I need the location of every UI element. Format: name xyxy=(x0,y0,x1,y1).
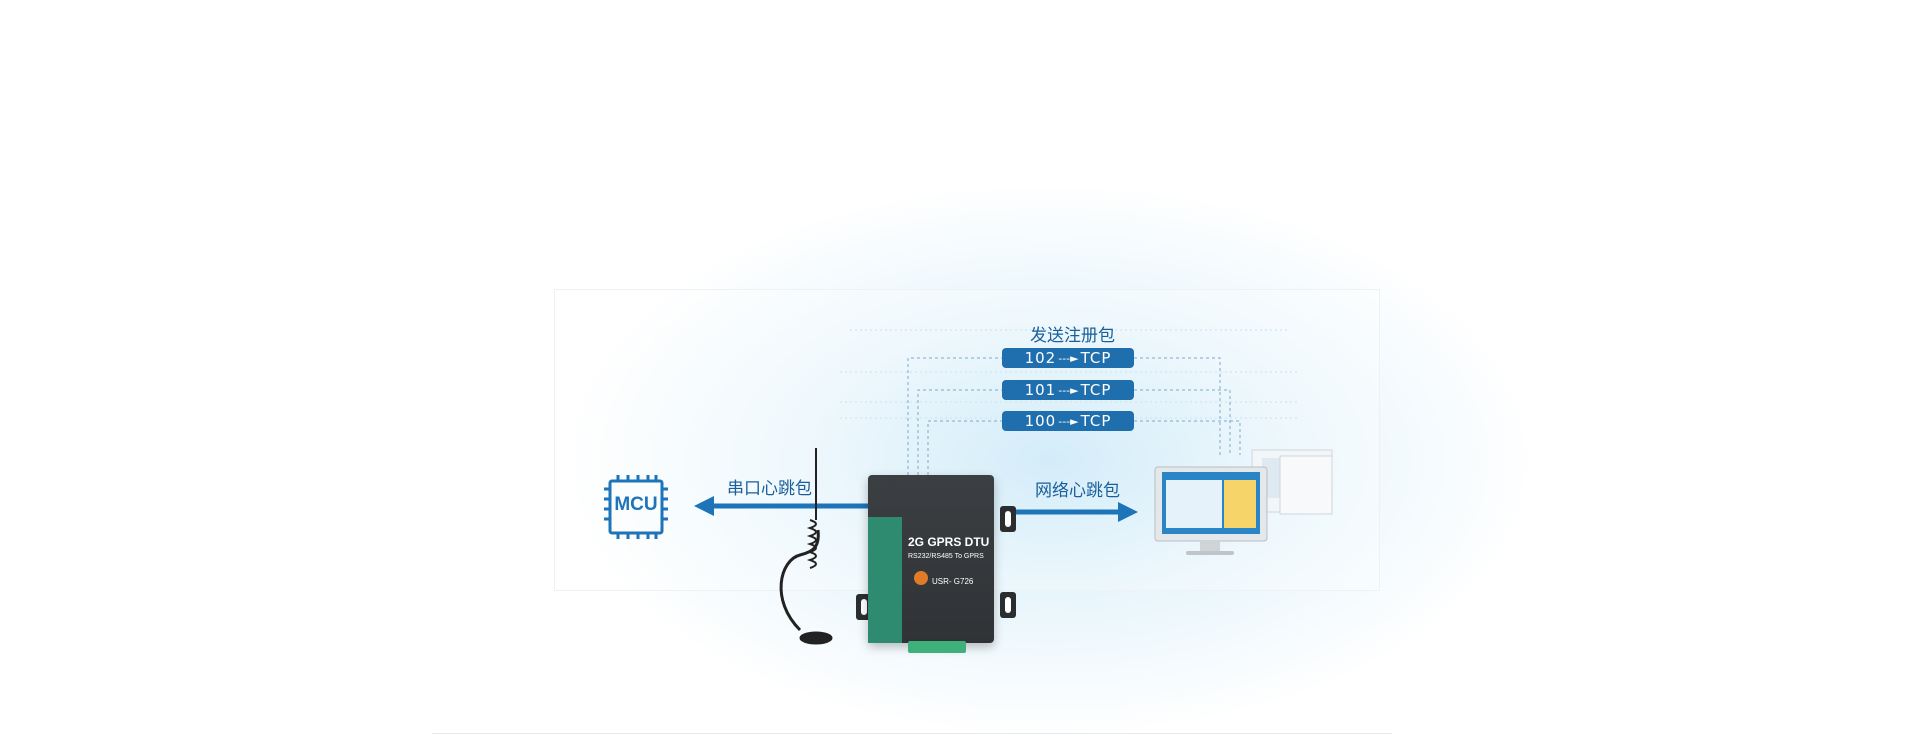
dashed-arrow-icon: --‑► xyxy=(1058,383,1079,397)
dashed-arrow-icon: --‑► xyxy=(1058,351,1079,365)
device-subtitle: RS232/RS485 To GPRS xyxy=(908,553,984,560)
antenna xyxy=(779,448,833,645)
packet-dest: TCP xyxy=(1080,381,1112,399)
device-title: 2G GPRS DTU xyxy=(908,535,990,549)
packet-id: 100 xyxy=(1024,412,1057,430)
mcu-chip-icon: MCU xyxy=(600,475,672,539)
packet-routing-lines xyxy=(907,357,1241,475)
packet-dest: TCP xyxy=(1080,412,1112,430)
packet-dest: TCP xyxy=(1080,349,1112,367)
device-mount-ear xyxy=(1000,506,1016,532)
packet-pill: 101 --‑► TCP xyxy=(1002,380,1134,400)
dashed-arrow-icon: --‑► xyxy=(1058,414,1079,428)
terminal-block xyxy=(908,641,966,653)
mcu-label: MCU xyxy=(614,494,658,515)
dtu-device: 2G GPRS DTU RS232/RS485 To GPRS USR- G72… xyxy=(868,475,994,643)
packet-id: 101 xyxy=(1024,381,1057,399)
device-model: USR- G726 xyxy=(932,577,974,586)
packet-pill: 102 --‑► TCP xyxy=(1002,348,1134,368)
device-green-panel xyxy=(868,517,902,643)
network-arrow xyxy=(1010,502,1138,522)
packet-pill: 100 --‑► TCP xyxy=(1002,411,1134,431)
serial-heartbeat-label: 串口心跳包 xyxy=(727,479,812,499)
serial-arrow xyxy=(694,496,868,516)
computer-monitor xyxy=(1154,449,1333,555)
register-packet-title: 发送注册包 xyxy=(1030,326,1115,346)
packet-id: 102 xyxy=(1024,349,1057,367)
logo-icon xyxy=(914,571,928,585)
device-mount-ear xyxy=(1000,592,1016,618)
bottom-divider xyxy=(432,733,1392,734)
network-heartbeat-label: 网络心跳包 xyxy=(1035,481,1120,501)
